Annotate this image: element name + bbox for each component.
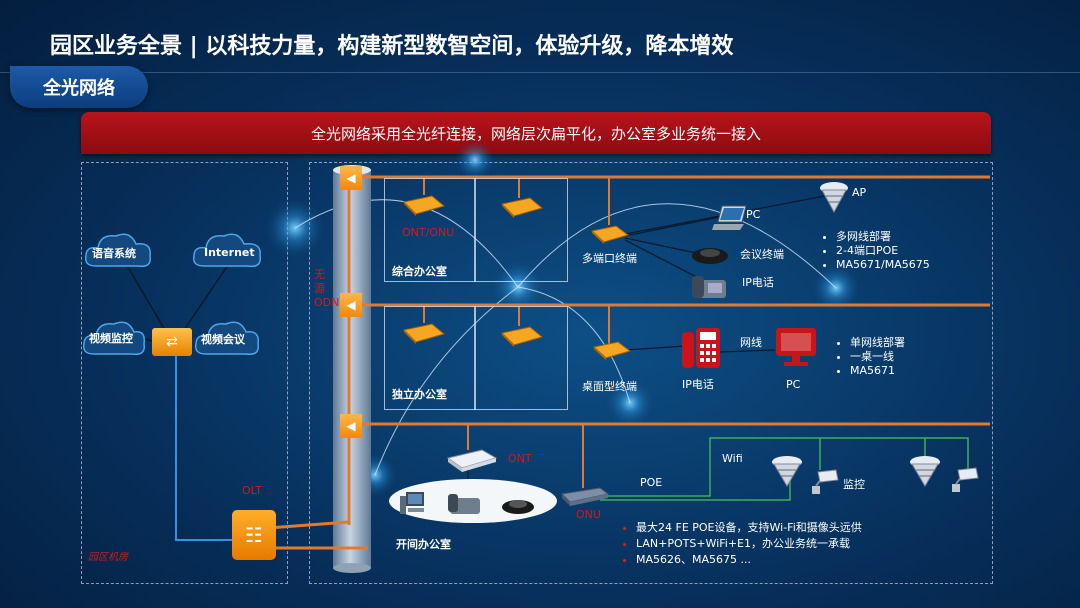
splitter-icon: ◀ (340, 166, 362, 190)
camera-icon (812, 469, 839, 494)
conference-terminal-label: 会议终端 (740, 248, 784, 261)
general-office-label: 综合办公室 (392, 265, 447, 278)
ip-phone-red-icon (682, 328, 720, 368)
multiport-terminal-label: 多端口终端 (582, 252, 637, 265)
room-private-office-a (384, 306, 476, 410)
ont-icon (446, 449, 498, 472)
splitter-icon: ◀ (340, 414, 362, 438)
cloud-internet-label: Internet (204, 246, 255, 259)
section-tab[interactable]: 全光网络 (10, 66, 148, 108)
bullet-item: 2-4端口POE (836, 244, 930, 258)
arc-line (517, 286, 631, 404)
floor1-bullets: 多网线部署 2-4端口POE MA5671/MA5675 (822, 230, 930, 272)
conference-terminal-icon (692, 248, 728, 264)
left-panel (81, 162, 288, 584)
camera-label: 监控 (843, 478, 865, 491)
bullet-item: 最大24 FE POE设备，支持Wi-Fi和摄像头远供 (636, 520, 862, 536)
pc-label-2: PC (786, 378, 801, 391)
onu-icon (402, 195, 446, 216)
ip-phone-label: IP电话 (742, 276, 774, 289)
bullet-item: 单网线部署 (850, 336, 905, 350)
laptop-icon (712, 205, 747, 230)
private-office-label: 独立办公室 (392, 388, 447, 401)
onu-label: ONU (576, 508, 601, 521)
arc-line (517, 203, 837, 289)
bullet-item: 多网线部署 (836, 230, 930, 244)
bullet-item: LAN+POTS+WiFi+E1，办公业务统一承载 (636, 536, 862, 552)
desktop-pc-icon (400, 492, 424, 514)
onu-icon (402, 323, 446, 344)
cloud-video-conf (194, 321, 259, 356)
desktop-terminal-icon (592, 341, 632, 360)
ont-label: ONT (508, 452, 532, 465)
cloud-voice-label: 语音系统 (92, 247, 136, 260)
title-divider (0, 72, 1080, 73)
room-private-office-b (474, 306, 568, 410)
bullet-item: MA5671 (850, 364, 905, 378)
onu-icon (500, 326, 544, 347)
ip-phone-label-2: IP电话 (682, 378, 714, 391)
bullet-item: MA5626、MA5675 ... (636, 552, 862, 568)
conference-unit-icon (502, 500, 534, 514)
onu-switch-icon (560, 487, 610, 506)
machine-room-label: 园区机房 (88, 552, 128, 563)
bullet-item: 一桌一线 (850, 350, 905, 364)
pc-label: PC (746, 208, 761, 221)
ap-icon (910, 456, 940, 487)
onu-icon (500, 197, 544, 218)
desk-phone-icon (448, 494, 480, 514)
page-title: 园区业务全景 | 以科技力量，构建新型数智空间，体验升级，降本增效 (50, 34, 734, 59)
multiport-terminal-icon (590, 225, 630, 244)
cloud-video-conf-label: 视频会议 (201, 333, 245, 346)
ip-phone-icon (692, 276, 726, 298)
desktop-terminal-label: 桌面型终端 (582, 380, 637, 393)
odn-pipe (333, 170, 371, 568)
floor2-bullets: 单网线部署 一桌一线 MA5671 (836, 336, 905, 378)
open-office-label: 开间办公室 (396, 538, 451, 551)
room-general-office-a (384, 178, 476, 282)
ap-icon (772, 456, 802, 487)
ont-onu-label: ONT/ONU (402, 226, 455, 239)
cloud-video-monitor (82, 321, 146, 356)
olt-icon: ☷ (232, 510, 276, 560)
camera-icon (952, 467, 979, 492)
cloud-voice (84, 233, 151, 268)
cable-label: 网线 (740, 336, 762, 349)
odn-label: 无源ODN (314, 268, 340, 309)
poe-label: POE (640, 476, 663, 489)
floor3-bullets: 最大24 FE POE设备，支持Wi-Fi和摄像头远供 LAN+POTS+WiF… (622, 520, 862, 568)
olt-label: OLT (242, 484, 262, 497)
banner: 全光网络采用全光纤连接，网络层次扁平化，办公室多业务统一接入 (81, 112, 991, 154)
splitter-icon: ◀ (340, 293, 362, 317)
wifi-label: Wifi (722, 452, 743, 465)
room-general-office-b (474, 178, 568, 282)
bullet-item: MA5671/MA5675 (836, 258, 930, 272)
glow-spot (455, 140, 495, 180)
core-switch-icon: ⇄ (152, 328, 192, 356)
cloud-video-monitor-label: 视频监控 (89, 332, 133, 345)
pc-red-icon (776, 328, 816, 366)
right-panel (309, 162, 993, 584)
ap-icon (820, 182, 848, 214)
ap-label: AP (852, 186, 867, 199)
cloud-internet (192, 233, 261, 268)
